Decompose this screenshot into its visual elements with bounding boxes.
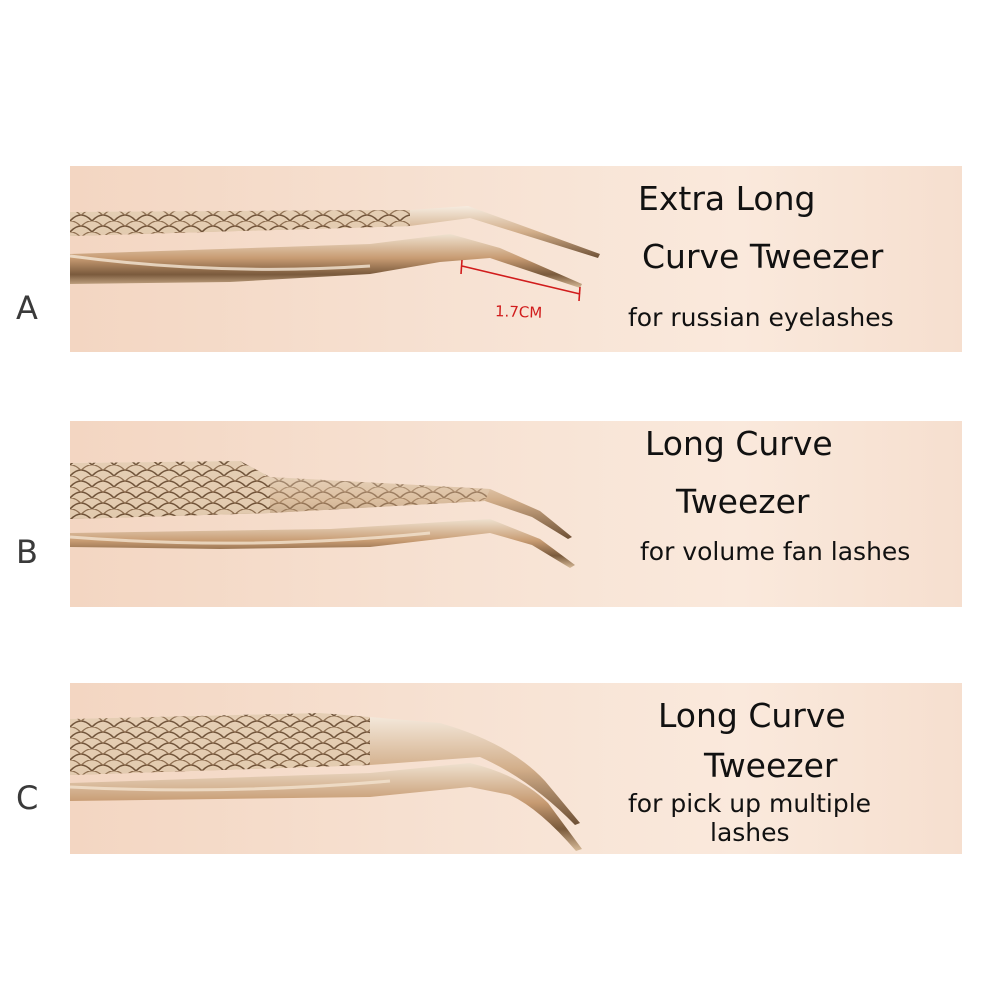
panel-long-curve-tweezer-multiple: Long Curve Tweezer for pick up multiple … — [70, 683, 962, 854]
title-line-1: Long Curve — [645, 424, 833, 463]
long-curve-tweezer-image — [70, 713, 582, 851]
title-line-1: Extra Long — [638, 179, 816, 218]
panel-long-curve-tweezer-volume: Long Curve Tweezer for volume fan lashes — [70, 421, 962, 607]
row-letter-a: A — [16, 289, 38, 327]
title-line-2: Tweezer — [676, 482, 810, 521]
title-line-1: Long Curve — [658, 696, 846, 735]
title-line-2: Tweezer — [704, 746, 838, 785]
long-curve-tweezer-image — [70, 461, 575, 568]
row-letter-b: B — [16, 533, 38, 571]
subtitle-line-2: lashes — [710, 818, 790, 847]
row-letter-c: C — [16, 779, 39, 817]
subtitle-line-1: for russian eyelashes — [628, 303, 894, 332]
panel-extra-long-curve-tweezer: 1.7CM Extra Long Curve Tweezer for russi… — [70, 166, 962, 352]
subtitle-line-1: for volume fan lashes — [640, 537, 911, 566]
tip-length-label: 1.7CM — [494, 302, 543, 322]
title-line-2: Curve Tweezer — [642, 237, 884, 276]
subtitle-line-1: for pick up multiple — [628, 789, 872, 818]
extra-long-curve-tweezer-image — [70, 206, 600, 302]
